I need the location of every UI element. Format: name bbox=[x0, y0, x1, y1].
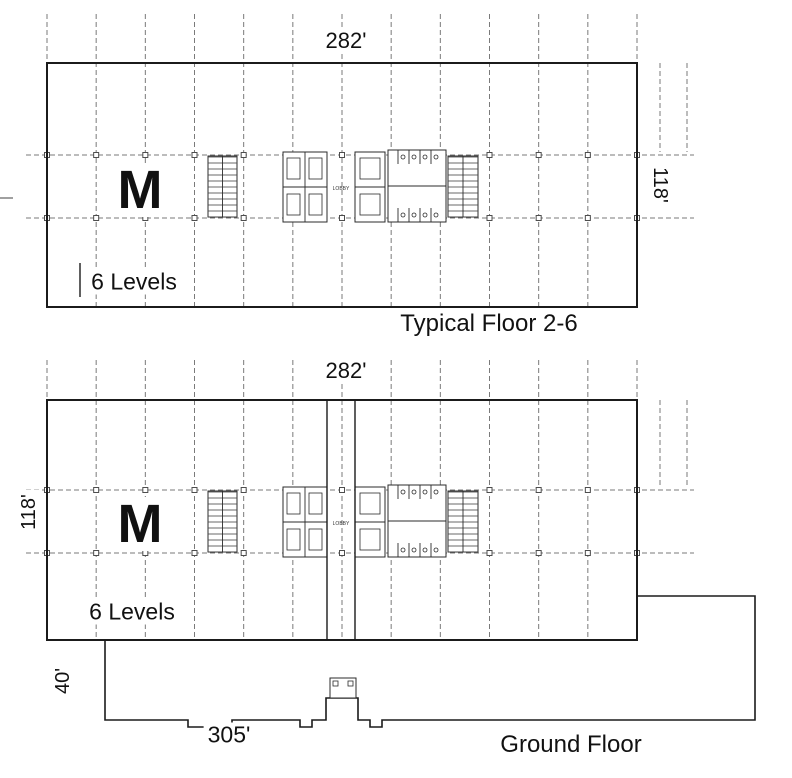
ground-levels-label: 6 Levels bbox=[85, 599, 179, 625]
column-marker bbox=[535, 215, 542, 221]
typical-top-dimension: 282' bbox=[321, 29, 371, 53]
column-marker bbox=[584, 550, 591, 556]
column-marker bbox=[93, 215, 100, 221]
podium-depth-dimension: 40' bbox=[52, 663, 74, 699]
column-marker bbox=[486, 550, 493, 556]
column-marker bbox=[584, 152, 591, 158]
column-marker bbox=[142, 152, 149, 158]
core-typical-floor bbox=[207, 149, 479, 223]
column-marker bbox=[339, 487, 345, 493]
building-outline-ground bbox=[46, 399, 638, 641]
column-marker bbox=[486, 152, 493, 158]
column-marker bbox=[240, 152, 247, 158]
column-marker bbox=[240, 487, 247, 493]
column-marker bbox=[486, 487, 493, 493]
entrance-vestibule bbox=[329, 677, 357, 699]
typical-zone-label: M bbox=[115, 160, 165, 220]
column-marker bbox=[339, 152, 345, 158]
column-marker bbox=[486, 215, 493, 221]
column-marker bbox=[535, 487, 542, 493]
ground-zone-label: M bbox=[115, 494, 165, 554]
building-outline-typical bbox=[46, 62, 638, 308]
podium-outline bbox=[104, 595, 756, 728]
column-marker bbox=[142, 487, 149, 493]
column-marker bbox=[191, 215, 198, 221]
ground-top-dimension: 282' bbox=[321, 359, 371, 383]
typical-levels-label: 6 Levels bbox=[87, 269, 181, 295]
typical-side-dimension: 118' bbox=[649, 163, 671, 207]
column-marker bbox=[339, 550, 345, 556]
core-ground-floor bbox=[207, 484, 479, 558]
column-marker bbox=[93, 152, 100, 158]
typical-floor-caption: Typical Floor 2-6 bbox=[396, 311, 582, 337]
column-marker bbox=[240, 550, 247, 556]
column-marker bbox=[584, 487, 591, 493]
column-marker bbox=[191, 152, 198, 158]
column-marker bbox=[535, 550, 542, 556]
column-marker bbox=[584, 215, 591, 221]
column-marker bbox=[339, 215, 345, 221]
column-marker bbox=[240, 215, 247, 221]
ground-side-dimension: 118' bbox=[18, 490, 40, 534]
column-marker bbox=[93, 550, 100, 556]
column-marker bbox=[93, 487, 100, 493]
podium-width-dimension: 305' bbox=[203, 722, 255, 748]
column-marker bbox=[191, 550, 198, 556]
column-marker bbox=[535, 152, 542, 158]
column-marker bbox=[191, 487, 198, 493]
ground-floor-caption: Ground Floor bbox=[496, 732, 646, 758]
